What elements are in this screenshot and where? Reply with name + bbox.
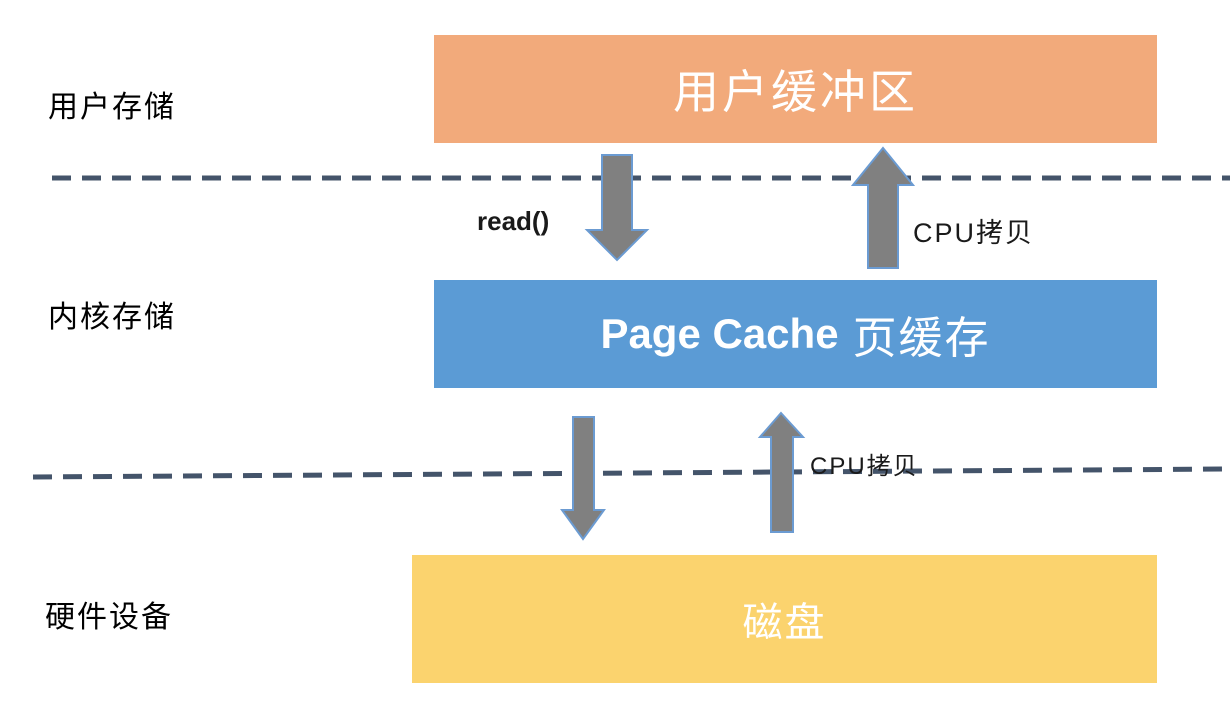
up-arrow-shape (757, 411, 806, 533)
layer-label-user-storage: 用户存储 (48, 91, 176, 124)
layer-label-kernel-storage: 内核存储 (48, 301, 176, 334)
cpu-copy-label-top: CPU拷贝 (913, 218, 1035, 248)
page-cache-box-label-zh: 页缓存 (852, 313, 991, 364)
user-buffer-box: 用户缓冲区 (434, 35, 1157, 143)
read-call-label: read() (477, 206, 550, 236)
down-arrow-shape (560, 416, 606, 541)
disk-box: 磁盘 (412, 555, 1157, 683)
page-cache-box: Page Cache 页缓存 (434, 280, 1157, 388)
up-arrow-icon (850, 146, 916, 269)
disk-box-label: 磁盘 (742, 600, 827, 646)
down-arrow-shape (584, 154, 650, 262)
cpu-copy-label-bottom: CPU拷贝 (810, 453, 919, 480)
page-cache-box-label-en: Page Cache (600, 310, 839, 357)
down-arrow-icon (584, 154, 650, 262)
layer-label-hardware-device: 硬件设备 (45, 601, 173, 634)
kernel-hardware-boundary-dashed-line (32, 466, 1230, 480)
up-arrow-shape (850, 146, 916, 269)
up-arrow-icon (757, 411, 806, 533)
user-buffer-box-label: 用户缓冲区 (673, 65, 918, 119)
user-kernel-boundary-dashed-line (52, 175, 1230, 181)
down-arrow-icon (560, 416, 606, 541)
